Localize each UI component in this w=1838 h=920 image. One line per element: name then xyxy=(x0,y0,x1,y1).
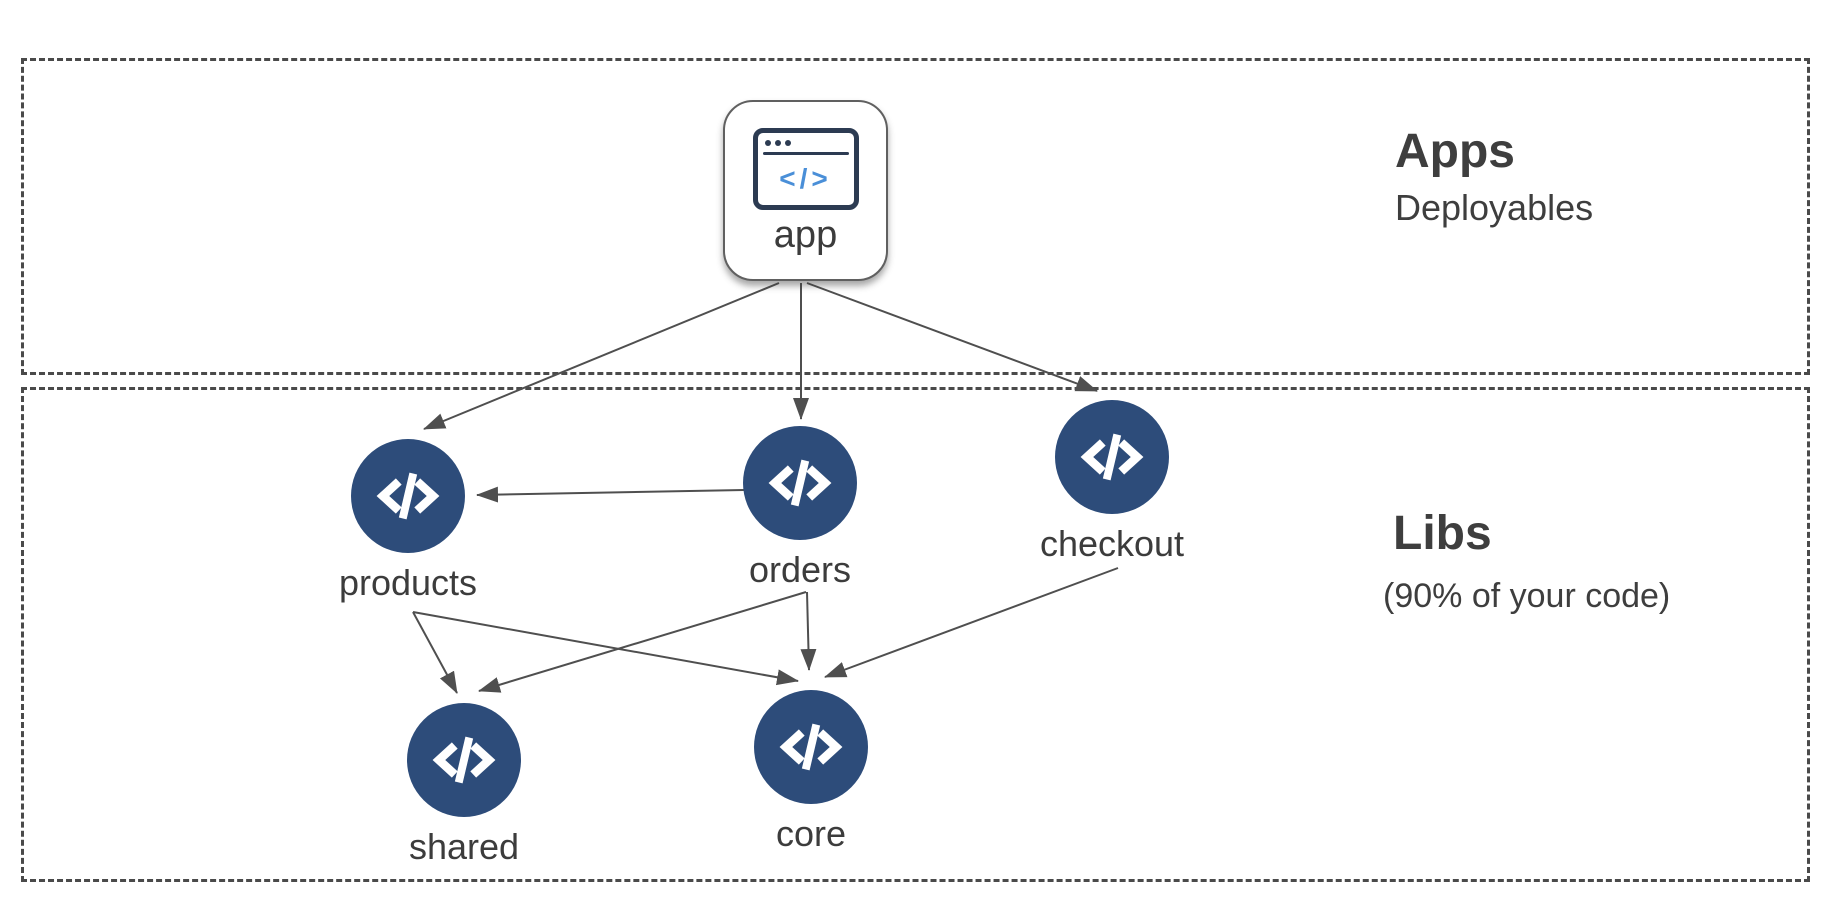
browser-dot xyxy=(774,139,781,146)
browser-dot xyxy=(764,139,771,146)
code-icon xyxy=(407,703,521,817)
code-icon xyxy=(351,439,465,553)
apps-section-title: Apps xyxy=(1395,125,1515,178)
browser-divider xyxy=(762,152,849,155)
apps-section-subtitle: Deployables xyxy=(1395,187,1594,228)
code-icon xyxy=(1055,400,1169,514)
browser-dot xyxy=(784,139,791,146)
code-glyph xyxy=(432,736,496,784)
libs-section-box xyxy=(21,387,1810,882)
node-label: orders xyxy=(748,549,852,590)
node-label: core xyxy=(775,813,847,854)
browser-code-icon: </> xyxy=(752,128,859,210)
code-glyph xyxy=(779,723,843,771)
node-label: checkout xyxy=(1039,523,1185,564)
node-label: app xyxy=(773,214,838,256)
code-icon xyxy=(754,690,868,804)
node-checkout[interactable]: checkout xyxy=(1040,400,1184,565)
node-label: shared xyxy=(408,826,520,867)
node-orders[interactable]: orders xyxy=(743,426,857,591)
browser-topbar xyxy=(758,133,854,152)
code-icon xyxy=(743,426,857,540)
node-label: products xyxy=(338,562,478,603)
libs-section-title: Libs xyxy=(1393,507,1492,560)
code-glyph xyxy=(768,459,832,507)
node-shared[interactable]: shared xyxy=(407,703,521,868)
libs-section-subtitle: (90% of your code) xyxy=(1383,577,1671,615)
node-core[interactable]: core xyxy=(754,690,868,855)
code-glyph xyxy=(376,472,440,520)
node-app[interactable]: </> app xyxy=(723,100,888,281)
code-glyph: </> xyxy=(779,163,832,194)
code-glyph xyxy=(1080,433,1144,481)
node-products[interactable]: products xyxy=(339,439,477,604)
